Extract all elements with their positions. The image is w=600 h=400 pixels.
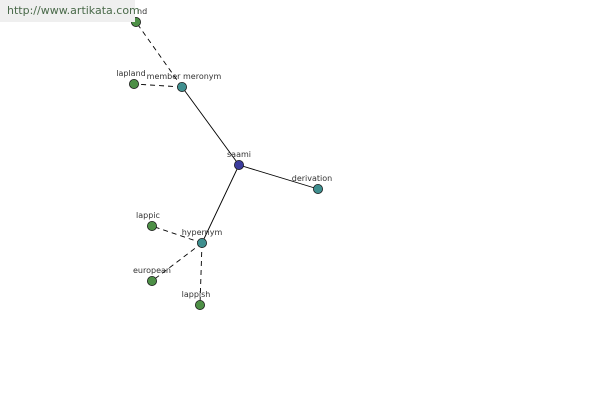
node-label-saami: saami [227,150,251,159]
edge-member-meronym-finland [135,21,183,88]
edge-hypernym-european [151,242,203,282]
node-member-meronym[interactable] [176,82,187,93]
node-derivation[interactable] [312,183,323,194]
edge-saami-member-meronym [181,86,240,166]
edge-hypernym-lappish [199,242,203,306]
node-lapland[interactable] [128,79,139,90]
node-label-lapland: lapland [116,69,145,78]
node-saami[interactable] [233,159,244,170]
node-hypernym[interactable] [196,237,207,248]
node-label-european: european [133,266,171,275]
node-label-derivation: derivation [292,174,332,183]
node-label-member-meronym: member meronym [147,72,222,81]
edge-saami-hypernym [201,164,240,244]
edge-member-meronym-lapland [133,83,183,88]
node-label-finland: nd [137,7,147,16]
node-label-lappic: lappic [136,211,160,220]
node-european[interactable] [146,275,157,286]
node-label-lappish: lappish [182,290,211,299]
node-lappish[interactable] [194,299,205,310]
edge-saami-derivation [238,164,319,190]
watermark-url[interactable]: http://www.artikata.com [0,0,140,22]
edge-layer [133,21,319,306]
node-label-hypernym: hypernym [182,228,223,237]
node-lappic[interactable] [146,220,157,231]
node-layer: saami member meronym derivation hypernym nd l… [116,7,332,310]
